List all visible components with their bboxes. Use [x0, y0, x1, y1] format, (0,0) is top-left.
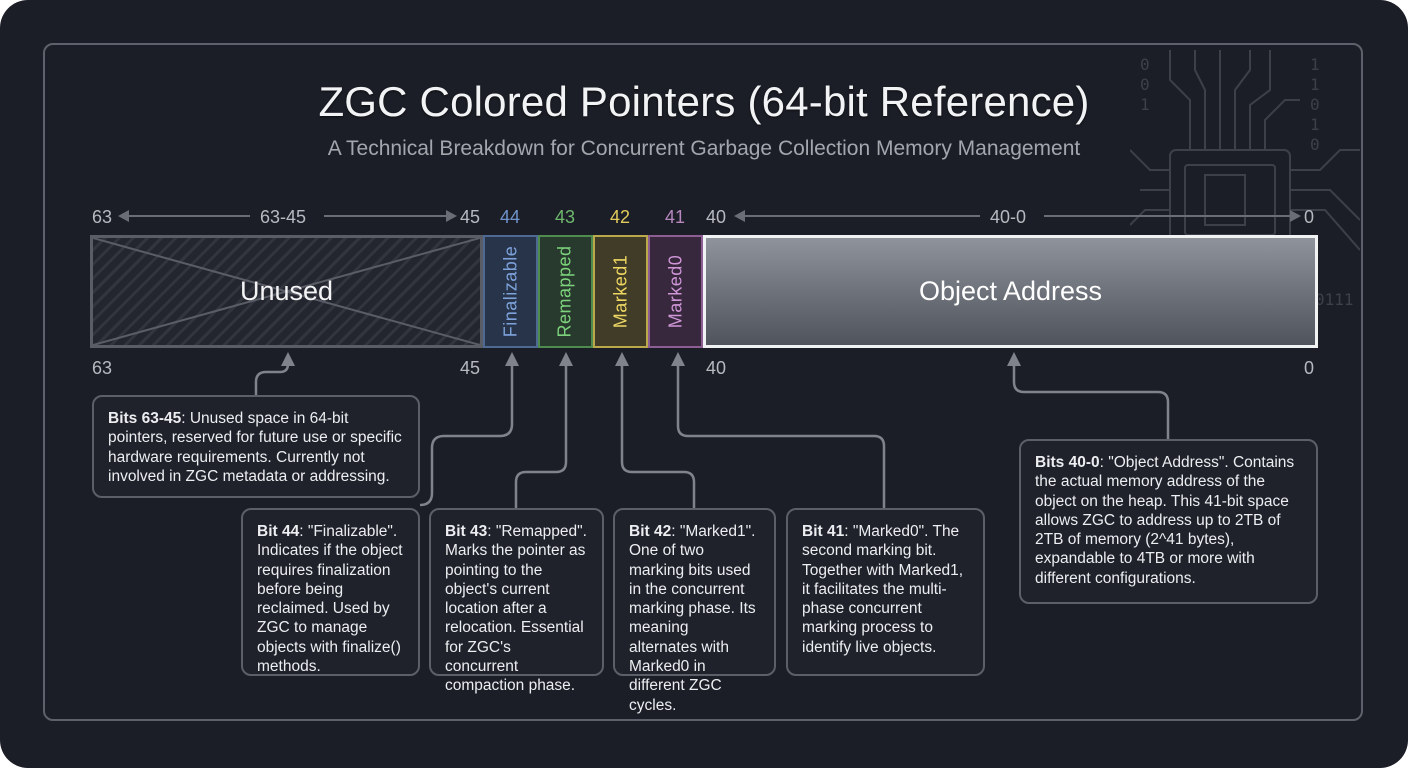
svg-text:1: 1 [1310, 75, 1320, 94]
top-label-44: 44 [500, 207, 521, 227]
cross-lines [93, 238, 480, 345]
top-label-42: 42 [610, 207, 631, 227]
range-line [324, 215, 446, 217]
svg-text:1: 1 [1310, 55, 1320, 74]
top-label-45: 45 [460, 207, 481, 227]
svg-text:0: 0 [1140, 55, 1150, 74]
arrow-up-icon [281, 352, 295, 366]
arrow-up-icon [1007, 352, 1021, 366]
arrow-left-icon [118, 210, 129, 222]
bottom-label-40: 40 [706, 358, 727, 378]
segment-label: Unused [239, 276, 334, 306]
bottom-label-45: 45 [460, 358, 481, 378]
arrow-up-icon [615, 352, 629, 366]
svg-text:1: 1 [1310, 115, 1320, 134]
description-text: : Unused space in 64-bit pointers, reser… [108, 410, 402, 485]
description-marked0: Bit 41: "Marked0". The second marking bi… [786, 508, 985, 676]
description-text: : "Marked0". The second marking bit. Tog… [802, 523, 964, 656]
description-text: : "Object Address". Contains the actual … [1035, 454, 1295, 587]
description-object-address: Bits 40-0: "Object Address". Contains th… [1019, 439, 1318, 604]
description-finalizable: Bit 44: "Finalizable". Indicates if the … [241, 508, 420, 676]
description-heading: Bit 44 [257, 523, 300, 540]
range-line [1044, 215, 1290, 217]
range-line [744, 215, 980, 217]
description-text: : "Marked1". One of two marking bits use… [629, 523, 756, 714]
top-label-0: 0 [1304, 207, 1315, 227]
top-label-63: 63 [92, 207, 113, 227]
description-marked1: Bit 42: "Marked1". One of two marking bi… [613, 508, 776, 714]
description-heading: Bits 63-45 [108, 410, 182, 427]
segment-remapped: Remapped [538, 235, 593, 348]
description-unused: Bits 63-45: Unused space in 64-bit point… [92, 395, 420, 498]
segment-label: Object Address [918, 276, 1103, 306]
top-label-63-45: 63-45 [260, 207, 307, 227]
description-heading: Bit 43 [445, 523, 488, 540]
svg-text:0111: 0111 [1315, 290, 1354, 309]
page-subtitle: A Technical Breakdown for Concurrent Gar… [327, 137, 1081, 160]
arrow-left-icon [734, 210, 745, 222]
range-line [128, 215, 250, 217]
top-label-40-0: 40-0 [990, 207, 1027, 227]
description-remapped: Bit 43: "Remapped". Marks the pointer as… [429, 508, 604, 694]
description-heading: Bits 40-0 [1035, 454, 1100, 471]
bottom-label-0: 0 [1304, 358, 1315, 378]
arrow-up-icon [559, 352, 573, 366]
segment-finalizable: Finalizable [483, 235, 538, 348]
top-label-41: 41 [665, 207, 686, 227]
arrow-up-icon [671, 352, 685, 366]
diagram-frame [43, 43, 1363, 721]
arrow-right-icon [1290, 210, 1301, 222]
arrow-up-icon [505, 352, 519, 366]
svg-text:0: 0 [1140, 75, 1150, 94]
page-title: ZGC Colored Pointers (64-bit Reference) [318, 78, 1090, 125]
top-label-43: 43 [555, 207, 576, 227]
bottom-label-63: 63 [92, 358, 113, 378]
segment-unused: Unused [90, 235, 483, 348]
description-text: : "Finalizable". Indicates if the object… [257, 523, 403, 676]
svg-text:0: 0 [1310, 135, 1320, 154]
segment-marked0: Marked0 [648, 235, 703, 348]
svg-text:1: 1 [1140, 95, 1150, 114]
top-label-40: 40 [706, 207, 727, 227]
segment-object-address: Object Address [703, 235, 1318, 348]
svg-text:0: 0 [1310, 95, 1320, 114]
arrow-right-icon [446, 210, 457, 222]
segment-marked1: Marked1 [593, 235, 648, 348]
description-heading: Bit 41 [802, 523, 845, 540]
description-text: : "Remapped". Marks the pointer as point… [445, 523, 587, 695]
description-heading: Bit 42 [629, 523, 672, 540]
